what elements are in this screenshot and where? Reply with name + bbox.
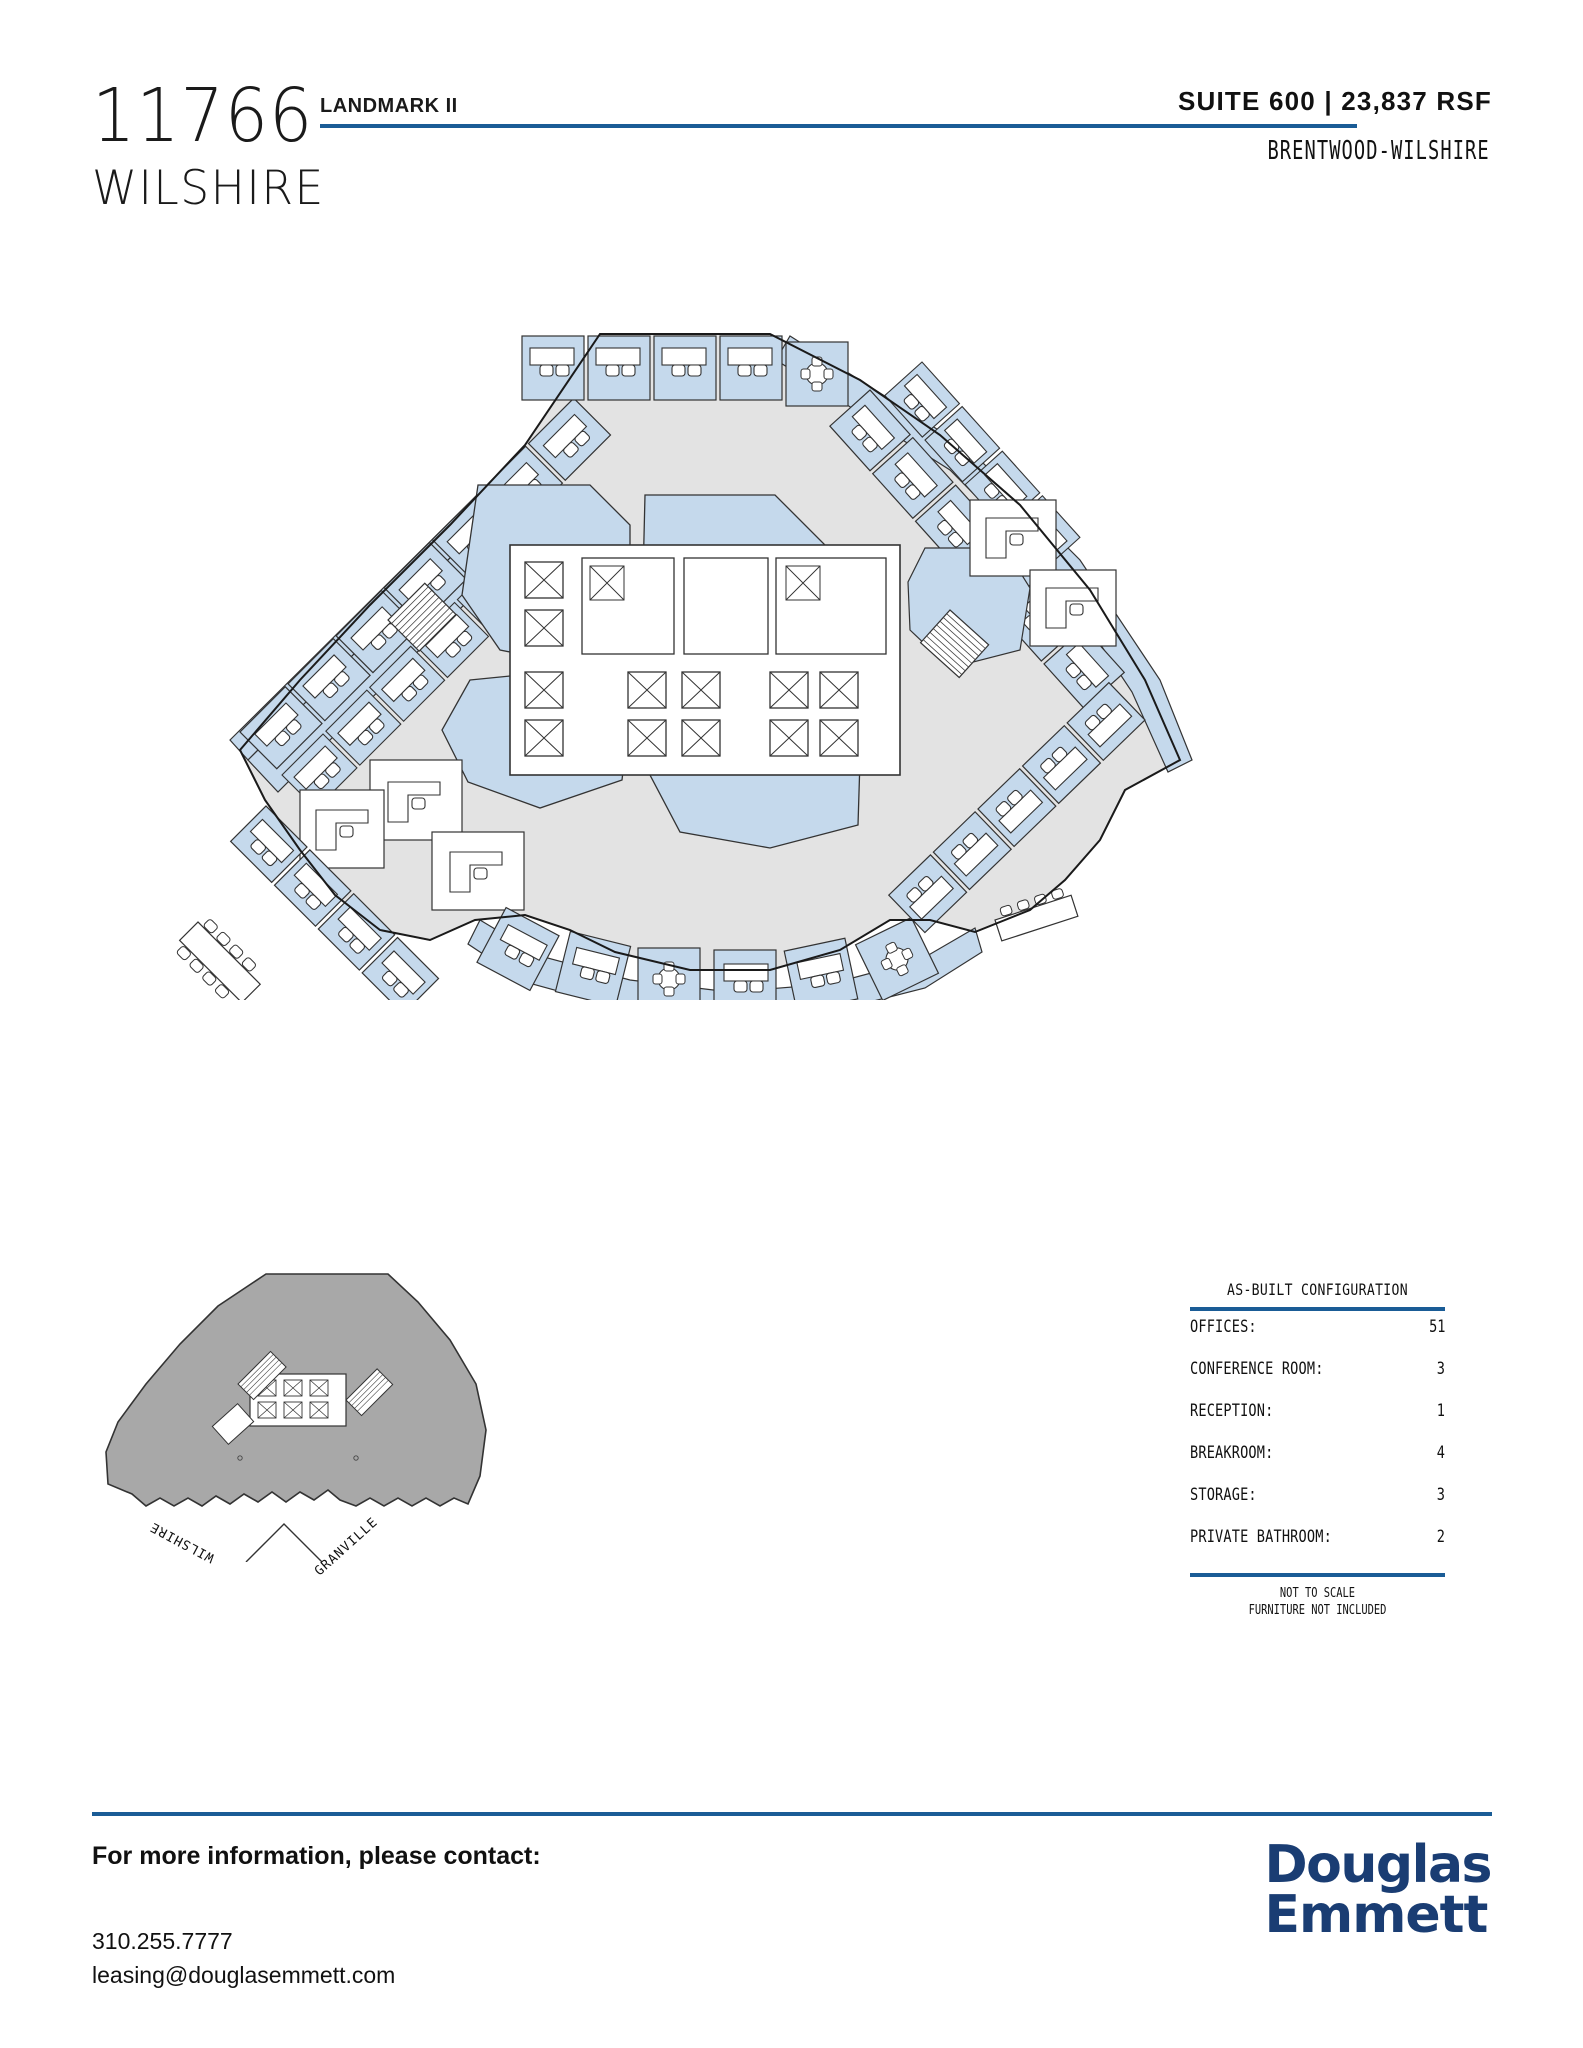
floor-plan-svg [176,333,1193,1000]
note-not-to-scale: NOT TO SCALE [1279,1586,1356,1601]
contact-email[interactable]: leasing@douglasemmett.com [92,1962,396,1988]
config-row-conference-room: CONFERENCE ROOM: 3 [1190,1359,1445,1401]
config-title: AS-BUILT CONFIGURATION [1226,1280,1408,1299]
logo-line-douglas: Douglas [1264,1835,1493,1895]
office-cells-south [476,906,940,1000]
building-street-name: WILSHIRE [92,161,325,216]
as-built-configuration-table: AS-BUILT CONFIGURATION OFFICES: 51 CONFE… [1190,1280,1445,1619]
elevator-shaft [524,609,564,647]
config-value: 1 [1436,1401,1445,1421]
config-value: 3 [1436,1359,1445,1379]
config-disclaimer: NOT TO SCALE FURNITURE NOT INCLUDED [1190,1585,1445,1619]
config-value: 4 [1436,1443,1445,1463]
page-header: 11766 WILSHIRE LANDMARK II SUITE 600 | 2… [92,78,1492,238]
elevator-shaft [769,719,809,757]
config-row-storage: STORAGE: 3 [1190,1485,1445,1527]
elevator-shaft [769,671,809,709]
building-core [387,544,990,776]
key-plan-svg [105,1273,487,1562]
config-row-breakroom: BREAKROOM: 4 [1190,1443,1445,1485]
contact-phone[interactable]: 310.255.7777 [92,1928,233,1954]
note-furniture-not-included: FURNITURE NOT INCLUDED [1248,1603,1387,1618]
config-value: 2 [1436,1527,1445,1547]
submarket-label: BRENTWOOD-WILSHIRE [1267,136,1490,166]
douglas-emmett-logo: Douglas Emmett [1264,1835,1493,1945]
contact-heading: For more information, please contact: [92,1842,541,1870]
config-row-offices: OFFICES: 51 [1190,1317,1445,1359]
elevator-shaft [524,719,564,757]
interior-offices [299,499,1117,911]
config-label: PRIVATE BATHROOM: [1190,1527,1332,1547]
conference-table [176,888,1079,1000]
config-top-rule [1190,1307,1445,1311]
config-label: OFFICES: [1190,1317,1257,1337]
key-plan [88,1262,488,1562]
logo-line-emmett: Emmett [1264,1885,1489,1945]
elevator-shaft [681,671,721,709]
elevator-shaft [524,561,564,599]
config-row-reception: RECEPTION: 1 [1190,1401,1445,1443]
header-divider-rule-right [790,124,1357,128]
landmark-label: LANDMARK II [320,95,458,117]
office-cells-lower-right [887,681,1146,934]
elevator-shaft [819,671,859,709]
config-value: 51 [1428,1317,1445,1337]
config-label: RECEPTION: [1190,1401,1274,1421]
suite-and-rsf: SUITE 600 | 23,837 RSF [1177,86,1492,116]
config-bottom-rule [1190,1573,1445,1577]
config-label: STORAGE: [1190,1485,1257,1505]
key-plan-street-lines [245,1523,323,1562]
elevator-shaft [681,719,721,757]
elevator-shaft [627,719,667,757]
perimeter-wall [238,333,1182,971]
office-cells-north [521,335,849,407]
config-label: BREAKROOM: [1190,1443,1274,1463]
elevator-shaft [524,671,564,709]
elevator-shaft [819,719,859,757]
config-rows: OFFICES: 51 CONFERENCE ROOM: 3 RECEPTION… [1190,1317,1445,1569]
office-cells-lower-left [229,805,440,1000]
config-row-private-bathroom: PRIVATE BATHROOM: 2 [1190,1527,1445,1569]
floor-plan-drawing [70,320,1520,1000]
building-number: 11766 [92,73,314,159]
config-label: CONFERENCE ROOM: [1190,1359,1324,1379]
config-value: 3 [1436,1485,1445,1505]
elevator-shaft [627,671,667,709]
footer-divider-rule [92,1812,1492,1816]
key-plan-core [211,1350,394,1461]
